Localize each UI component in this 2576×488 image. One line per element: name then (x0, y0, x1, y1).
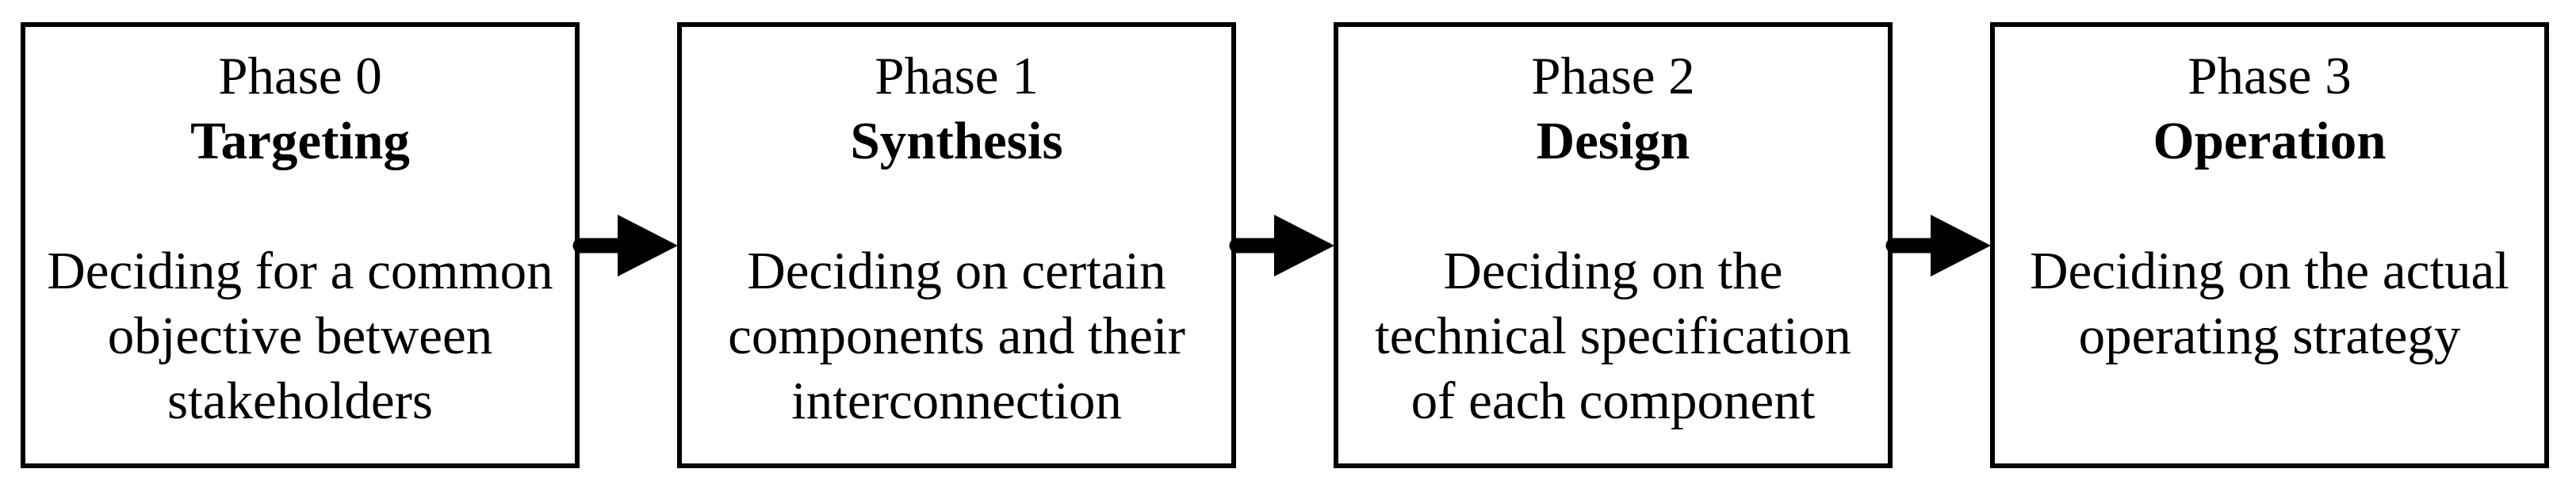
phase-title: Phase 3 (2187, 47, 2352, 105)
right-arrow-icon (1229, 214, 1334, 276)
phase-box-1: Phase 1 Synthesis Deciding on certain co… (677, 22, 1236, 468)
right-arrow-icon (572, 214, 678, 276)
flow-connector-0 (572, 22, 678, 468)
phase-name: Design (1536, 112, 1690, 170)
phase-name: Operation (2153, 112, 2387, 170)
phase-title: Phase 1 (875, 47, 1039, 105)
phase-description: Deciding on the actual operating strateg… (2030, 242, 2509, 365)
flow-connector-1 (1229, 22, 1334, 468)
phase-description: Deciding for a common objective between … (47, 242, 553, 430)
right-arrow-icon (1885, 214, 1991, 276)
phase-name: Targeting (190, 112, 410, 170)
phase-name: Synthesis (850, 112, 1063, 170)
phase-title: Phase 2 (1531, 47, 1695, 105)
flow-connector-2 (1885, 22, 1991, 468)
phase-box-3: Phase 3 Operation Deciding on the actual… (1990, 22, 2549, 468)
phase-description: Deciding on certain components and their… (728, 242, 1185, 430)
phase-description: Deciding on the technical specification … (1375, 242, 1851, 430)
phase-box-0: Phase 0 Targeting Deciding for a common … (21, 22, 580, 468)
phase-title: Phase 0 (218, 47, 382, 105)
phase-box-2: Phase 2 Design Deciding on the technical… (1334, 22, 1893, 468)
